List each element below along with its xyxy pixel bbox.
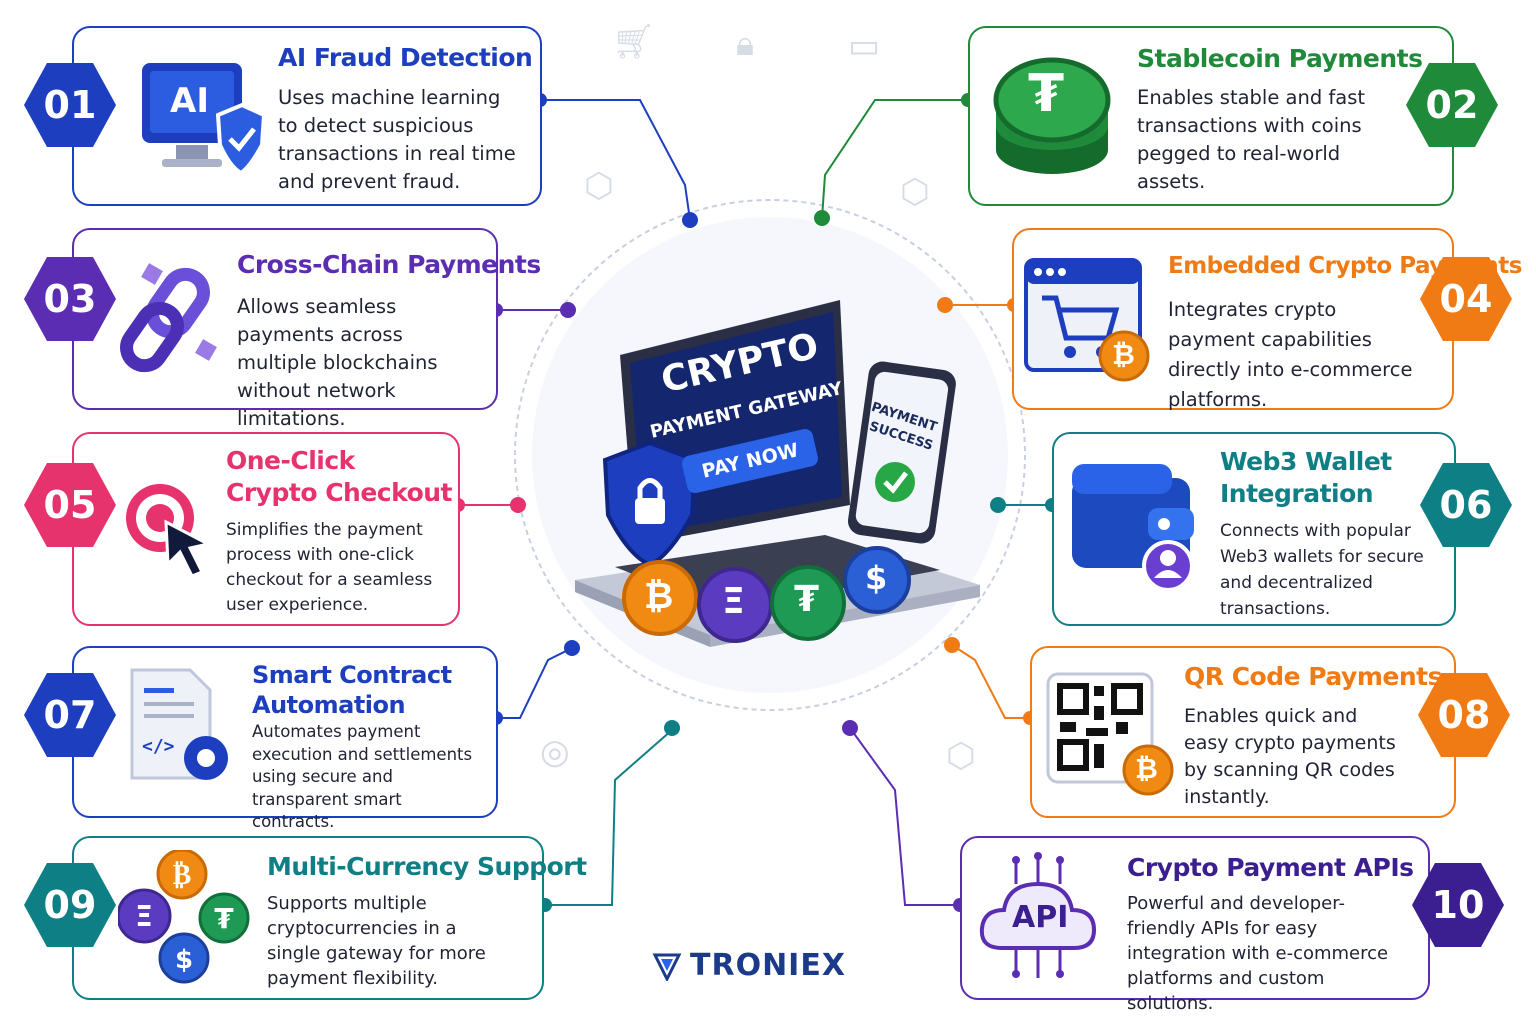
troniex-logo-icon [652, 953, 682, 981]
card-title: AI Fraud Detection [278, 43, 533, 72]
card-description: Supports multiple cryptocurrencies in a … [267, 893, 486, 989]
number-badge-07: 07 [24, 673, 116, 757]
card-watermark-icon: ▭ [848, 26, 881, 66]
card-title: QR Code Payments [1184, 662, 1442, 691]
number-badge-02: 02 [1406, 63, 1498, 147]
ethereum-coin-icon: Ξ [722, 581, 745, 622]
card-description: Uses machine learning to detect suspicio… [278, 86, 516, 193]
svg-text:Ξ: Ξ [135, 900, 153, 933]
card-title: Embedded Crypto Payments [1168, 253, 1522, 279]
cart-browser-icon: ₿ [1024, 258, 1154, 383]
svg-text:₮: ₮ [214, 902, 234, 935]
cube-watermark-icon: ⬡ [900, 172, 930, 212]
number-badge-03: 03 [24, 257, 116, 341]
card-title-line2: Integration [1220, 479, 1374, 508]
wallet-user-icon [1068, 458, 1206, 592]
card-title: One-Click [226, 446, 355, 475]
multi-coin-icon: ₿ Ξ ₮ $ [116, 848, 250, 990]
bitcoin-coin-icon: ₿ [644, 576, 674, 617]
ai-shield-icon: AI [138, 55, 267, 181]
api-cloud-icon: API [976, 852, 1102, 982]
card-description: Enables stable and fast transactions wit… [1137, 86, 1366, 193]
cube-watermark-icon: ⬡ [584, 166, 614, 206]
qr-code-icon: ₿ [1046, 672, 1174, 800]
card-description: Enables quick and easy crypto payments b… [1184, 705, 1396, 808]
card-description: Powerful and developer-friendly APIs for… [1127, 893, 1389, 1014]
card-title: Crypto Payment APIs [1127, 853, 1414, 882]
card-title: Web3 Wallet [1220, 447, 1392, 476]
svg-text:$: $ [175, 945, 193, 975]
card-description: Connects with popular Web3 wallets for s… [1220, 521, 1424, 619]
stablecoin-stack-icon: ₮ [990, 50, 1114, 180]
card-description: Automates payment execution and settleme… [252, 722, 473, 831]
dollar-coin-icon: $ [865, 559, 888, 597]
globe-watermark-icon: ◎ [540, 732, 570, 772]
number-badge-10: 10 [1412, 863, 1504, 947]
card-title: Smart Contract [252, 661, 452, 689]
cart-watermark-icon: 🛒︎ [612, 22, 656, 62]
card-title: Stablecoin Payments [1137, 44, 1423, 73]
brand-name: TRONIEX [690, 948, 846, 983]
tether-coin-icon: ₮ [794, 579, 820, 620]
card-description: Integrates crypto payment capabilities d… [1168, 298, 1413, 411]
card-title: Multi-Currency Support [267, 852, 587, 881]
lock-watermark-icon: 🔒︎ [736, 24, 755, 64]
number-badge-08: 08 [1418, 673, 1510, 757]
brand-logo: TRONIEX [652, 948, 846, 983]
feature-card-stablecoin-payments [968, 26, 1454, 206]
svg-text:₿: ₿ [173, 858, 192, 891]
chain-link-icon [116, 262, 226, 377]
payment-gateway-illustration: CRYPTO PAYMENT GATEWAY PAY NOW PAYMENT S… [520, 205, 1020, 705]
contract-gear-icon: </> [128, 666, 236, 790]
number-badge-06: 06 [1420, 463, 1512, 547]
target-cursor-icon [122, 478, 214, 578]
card-description: Allows seamless payments across multiple… [237, 295, 438, 430]
card-title: Cross-Chain Payments [237, 250, 541, 279]
cube-watermark-icon: ⬡ [946, 736, 976, 776]
card-description: Simplifies the payment process with one-… [226, 520, 433, 615]
card-title-line2: Crypto Checkout [226, 478, 453, 507]
card-title-line2: Automation [252, 691, 406, 719]
number-badge-04: 04 [1420, 257, 1512, 341]
